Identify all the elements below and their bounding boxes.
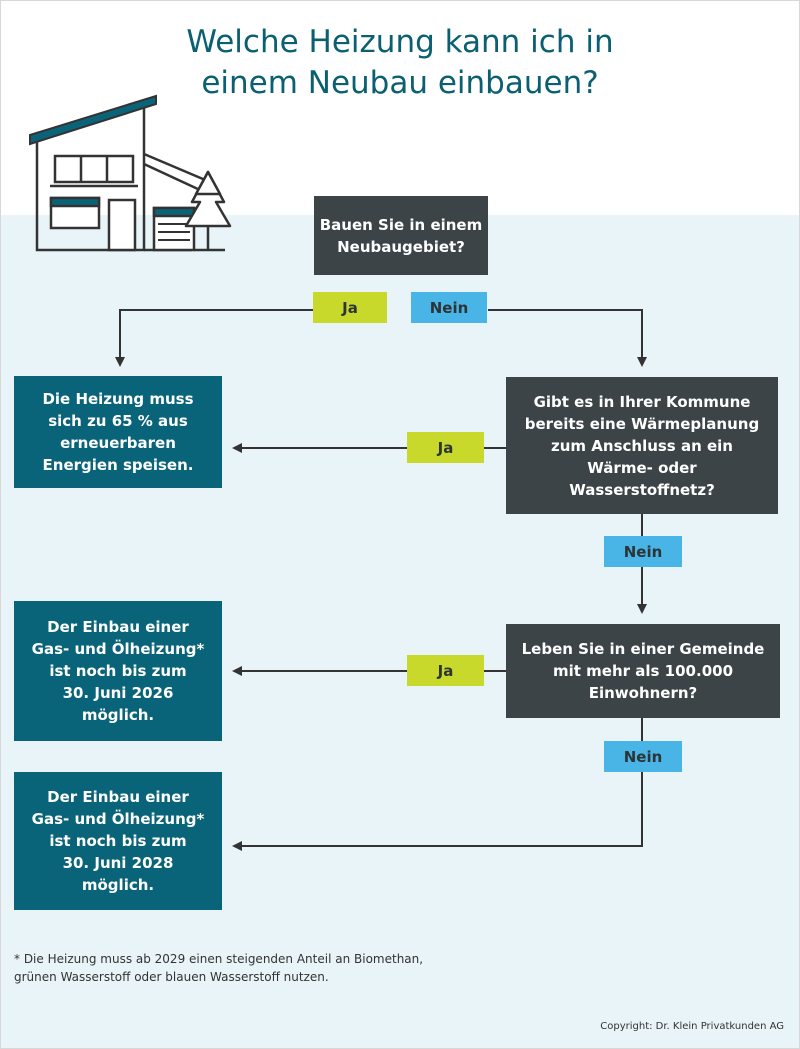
label-ja-q3: Ja: [407, 655, 484, 686]
house-illustration: [29, 94, 232, 252]
connector-q1-ja: [115, 309, 314, 367]
question-2-line-5: Wasserstoffnetz?: [569, 480, 715, 499]
title-line-2: einem Neubau einbauen?: [201, 65, 599, 101]
footnote-line-2: grünen Wasserstoff oder blauen Wassersto…: [14, 970, 329, 984]
result-3-line-5: möglich.: [81, 876, 155, 894]
result-1-line-1: Die Heizung muss: [42, 390, 194, 408]
result-2-line-3: ist noch bis zum: [49, 662, 187, 680]
result-2-line-5: möglich.: [81, 706, 155, 724]
result-box-2: Der Einbau einer Gas- und Ölheizung* ist…: [14, 601, 222, 741]
result-1-line-3: erneuerbaren: [60, 434, 176, 452]
label-nein-q1: Nein: [411, 292, 487, 323]
label-nein-q2: Nein: [604, 536, 682, 567]
question-1-line-2: Neubaugebiet?: [337, 237, 465, 256]
question-2-line-1: Gibt es in Ihrer Kommune: [533, 392, 751, 411]
result-3-date: 30. Juni 2028: [62, 854, 174, 872]
label-ja-q1: Ja: [313, 292, 387, 323]
result-box-3: Der Einbau einer Gas- und Ölheizung* ist…: [14, 772, 222, 910]
question-3-line-2: mit mehr als 100.000: [553, 662, 733, 680]
result-2-date: 30. Juni 2026: [62, 684, 174, 702]
title-line-1: Welche Heizung kann ich in: [186, 24, 614, 60]
question-1-line-1: Bauen Sie in einem: [319, 215, 483, 234]
connector-q3-nein: [232, 718, 643, 851]
result-3-line-3: ist noch bis zum: [49, 832, 187, 850]
result-3-line-2: Gas- und Ölheizung*: [31, 810, 205, 828]
result-2-line-2: Gas- und Ölheizung*: [31, 640, 205, 658]
question-2-line-3: zum Anschluss an ein: [551, 436, 733, 455]
question-box-2: Gibt es in Ihrer Kommune bereits eine Wä…: [506, 377, 778, 514]
footnote: * Die Heizung muss ab 2029 einen steigen…: [14, 950, 423, 986]
question-2-line-2: bereits eine Wärmeplanung: [524, 414, 760, 433]
question-box-3: Leben Sie in einer Gemeinde mit mehr als…: [506, 624, 780, 718]
question-3-line-1: Leben Sie in einer Gemeinde: [521, 640, 765, 658]
footnote-line-1: * Die Heizung muss ab 2029 einen steigen…: [14, 952, 424, 966]
question-box-1: Bauen Sie in einem Neubaugebiet?: [314, 196, 488, 275]
connector-q1-nein: [488, 309, 647, 367]
page-title: Welche Heizung kann ich in einem Neubau …: [0, 22, 800, 104]
result-1-line-4: Energien speisen.: [42, 456, 194, 474]
result-box-1: Die Heizung muss sich zu 65 % aus erneue…: [14, 376, 222, 488]
label-ja-q2: Ja: [407, 432, 484, 463]
label-nein-q3: Nein: [604, 741, 682, 772]
question-3-line-3: Einwohnern?: [588, 684, 698, 702]
result-3-line-1: Der Einbau einer: [47, 788, 189, 806]
result-1-line-2: sich zu 65 % aus: [48, 412, 188, 430]
question-2-line-4: Wärme- oder: [587, 458, 697, 477]
result-2-line-1: Der Einbau einer: [47, 618, 189, 636]
copyright: Copyright: Dr. Klein Privatkunden AG: [600, 1021, 784, 1032]
